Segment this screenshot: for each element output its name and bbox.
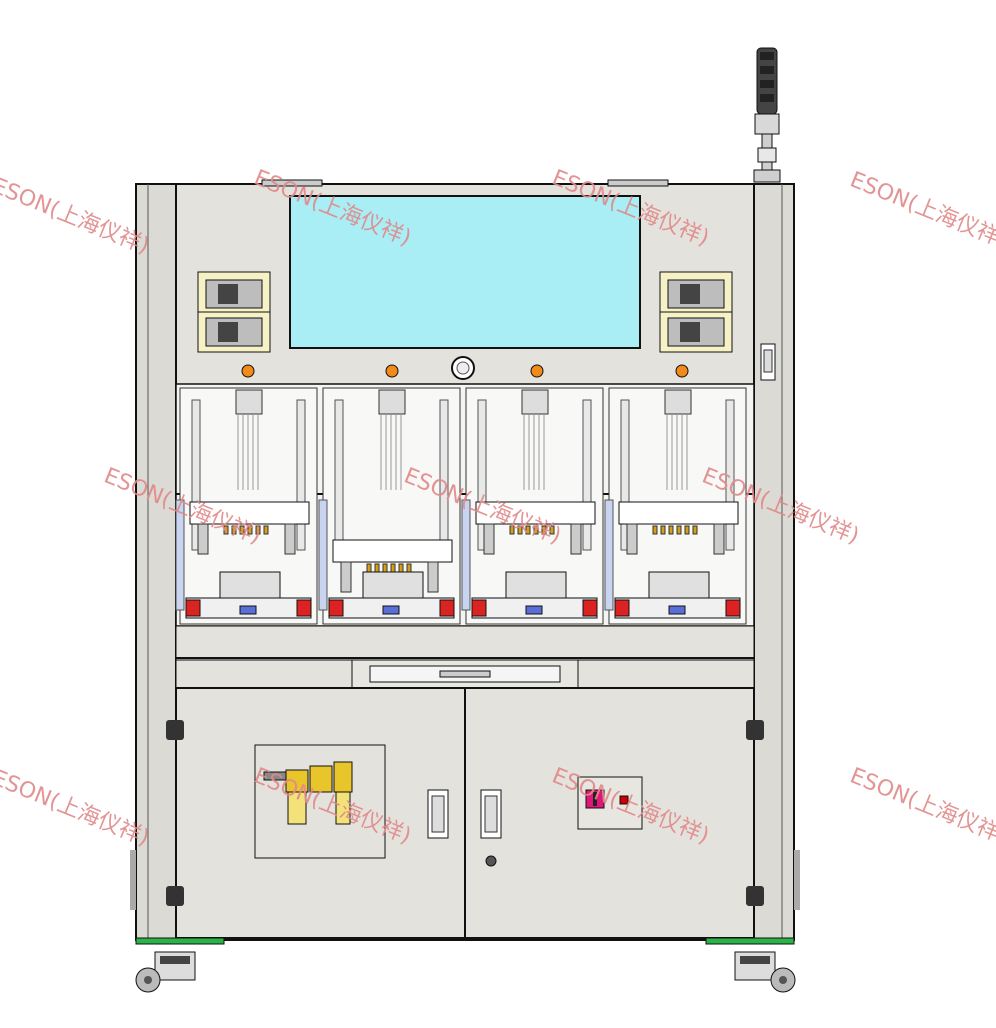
base — [130, 850, 800, 945]
selector-panel — [577, 776, 643, 830]
air-regulator-panel — [254, 744, 386, 859]
test-station — [604, 387, 747, 625]
viewing-window — [289, 195, 641, 349]
left-control-box — [197, 271, 271, 353]
left-caster — [135, 951, 196, 993]
test-station — [318, 387, 461, 625]
right-caster — [734, 951, 796, 993]
indicator-lights — [241, 356, 689, 380]
test-stations — [175, 387, 747, 625]
right-control-box — [659, 271, 733, 353]
signal-tower — [753, 47, 781, 183]
test-station — [461, 387, 604, 625]
test-station — [175, 387, 318, 625]
